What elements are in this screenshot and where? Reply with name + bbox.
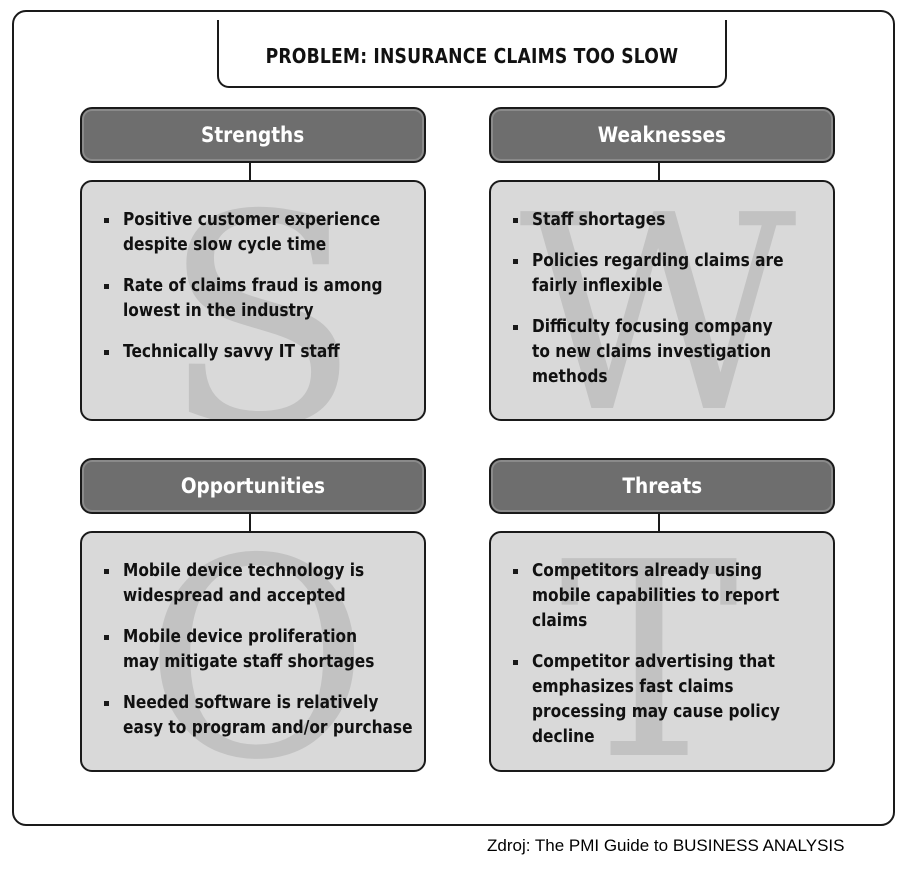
bullet-icon (513, 660, 518, 665)
list-item: Needed software is relatively easy to pr… (102, 691, 414, 741)
bullet-icon (104, 284, 109, 289)
bullet-icon (513, 325, 518, 330)
weaknesses-header: Weaknesses (489, 107, 835, 163)
list-item: Competitors already using mobile capabil… (511, 559, 823, 634)
threats-heading: Threats (622, 474, 702, 498)
list-item: Rate of claims fraud is among lowest in … (102, 274, 414, 324)
bullet-icon (104, 350, 109, 355)
bullet-icon (513, 259, 518, 264)
strengths-heading: Strengths (201, 123, 305, 147)
threats-connector (658, 513, 660, 533)
weaknesses-box: W Staff shortages Policies regarding cla… (489, 180, 835, 421)
problem-title: PROBLEM: INSURANCE CLAIMS TOO SLOW (265, 44, 679, 68)
opportunities-connector (249, 513, 251, 533)
threats-list: Competitors already using mobile capabil… (511, 559, 823, 766)
threats-box: T Competitors already using mobile capab… (489, 531, 835, 772)
bullet-icon (104, 218, 109, 223)
list-item: Policies regarding claims are fairly inf… (511, 249, 823, 299)
strengths-box: S Positive customer experience despite s… (80, 180, 426, 421)
bullet-icon (104, 569, 109, 574)
weaknesses-connector (658, 162, 660, 182)
list-item: Mobile device technology is widespread a… (102, 559, 414, 609)
weaknesses-heading: Weaknesses (597, 123, 727, 147)
strengths-connector (249, 162, 251, 182)
list-item: Difficulty focusing company to new claim… (511, 315, 823, 390)
source-caption: Zdroj: The PMI Guide to BUSINESS ANALYSI… (487, 836, 845, 855)
list-item: Mobile device proliferation may mitigate… (102, 625, 414, 675)
bullet-icon (513, 218, 518, 223)
opportunities-list: Mobile device technology is widespread a… (102, 559, 414, 757)
list-item: Staff shortages (511, 208, 823, 233)
threats-header: Threats (489, 458, 835, 514)
problem-banner: PROBLEM: INSURANCE CLAIMS TOO SLOW (217, 20, 727, 88)
bullet-icon (104, 701, 109, 706)
bullet-icon (104, 635, 109, 640)
opportunities-header: Opportunities (80, 458, 426, 514)
list-item: Technically savvy IT staff (102, 340, 414, 365)
weaknesses-list: Staff shortages Policies regarding claim… (511, 208, 823, 406)
bullet-icon (513, 569, 518, 574)
list-item: Competitor advertising that emphasizes f… (511, 650, 823, 750)
list-item: Positive customer experience despite slo… (102, 208, 414, 258)
strengths-list: Positive customer experience despite slo… (102, 208, 414, 381)
opportunities-heading: Opportunities (180, 474, 326, 498)
opportunities-box: O Mobile device technology is widespread… (80, 531, 426, 772)
strengths-header: Strengths (80, 107, 426, 163)
